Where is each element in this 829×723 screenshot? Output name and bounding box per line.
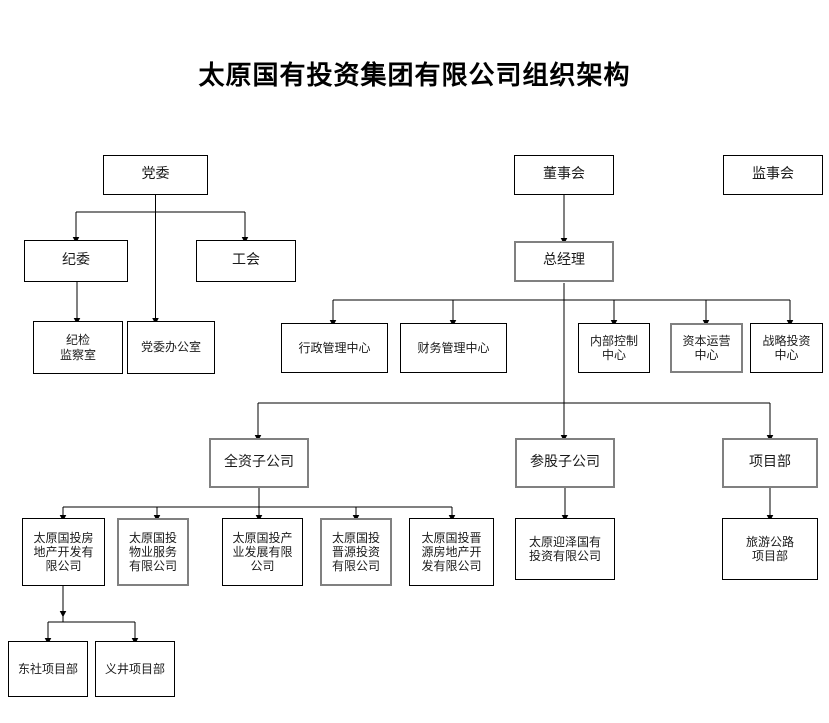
node-inspection-office[interactable]: 纪检 监察室 <box>33 321 123 374</box>
node-party-office[interactable]: 党委办公室 <box>127 321 215 374</box>
node-labor-union[interactable]: 工会 <box>196 240 296 282</box>
node-admin-center[interactable]: 行政管理中心 <box>281 323 388 373</box>
node-sub-industry-development[interactable]: 太原国投产 业发展有限 公司 <box>222 518 303 586</box>
page-title: 太原国有投资集团有限公司组织架构 <box>198 61 631 90</box>
node-sub-jinyuan-investment[interactable]: 太原国投 晋源投资 有限公司 <box>320 518 392 586</box>
node-capital-operation-center[interactable]: 资本运营 中心 <box>670 323 743 373</box>
node-dongshe-project[interactable]: 东社项目部 <box>8 641 88 697</box>
node-sub-jinyuan-real-estate[interactable]: 太原国投晋 源房地产开 发有限公司 <box>409 518 494 586</box>
node-sub-yingze-investment[interactable]: 太原迎泽国有 投资有限公司 <box>515 518 615 580</box>
node-board-of-directors[interactable]: 董事会 <box>514 155 614 195</box>
node-strategic-investment-center[interactable]: 战略投资 中心 <box>750 323 823 373</box>
node-yijing-project[interactable]: 义井项目部 <box>95 641 175 697</box>
node-sub-property-service[interactable]: 太原国投 物业服务 有限公司 <box>117 518 189 586</box>
node-project-department[interactable]: 项目部 <box>722 438 818 488</box>
node-party-committee[interactable]: 党委 <box>103 155 208 195</box>
node-equity-subsidiaries[interactable]: 参股子公司 <box>515 438 615 488</box>
node-internal-control-center[interactable]: 内部控制 中心 <box>578 323 650 373</box>
node-supervisory-board[interactable]: 监事会 <box>723 155 823 195</box>
node-finance-center[interactable]: 财务管理中心 <box>400 323 507 373</box>
node-wholly-owned-subsidiaries[interactable]: 全资子公司 <box>209 438 309 488</box>
node-discipline-committee[interactable]: 纪委 <box>24 240 128 282</box>
node-tourism-highway-project[interactable]: 旅游公路 项目部 <box>722 518 818 580</box>
node-sub-real-estate[interactable]: 太原国投房 地产开发有 限公司 <box>22 518 105 586</box>
node-general-manager[interactable]: 总经理 <box>514 241 614 282</box>
